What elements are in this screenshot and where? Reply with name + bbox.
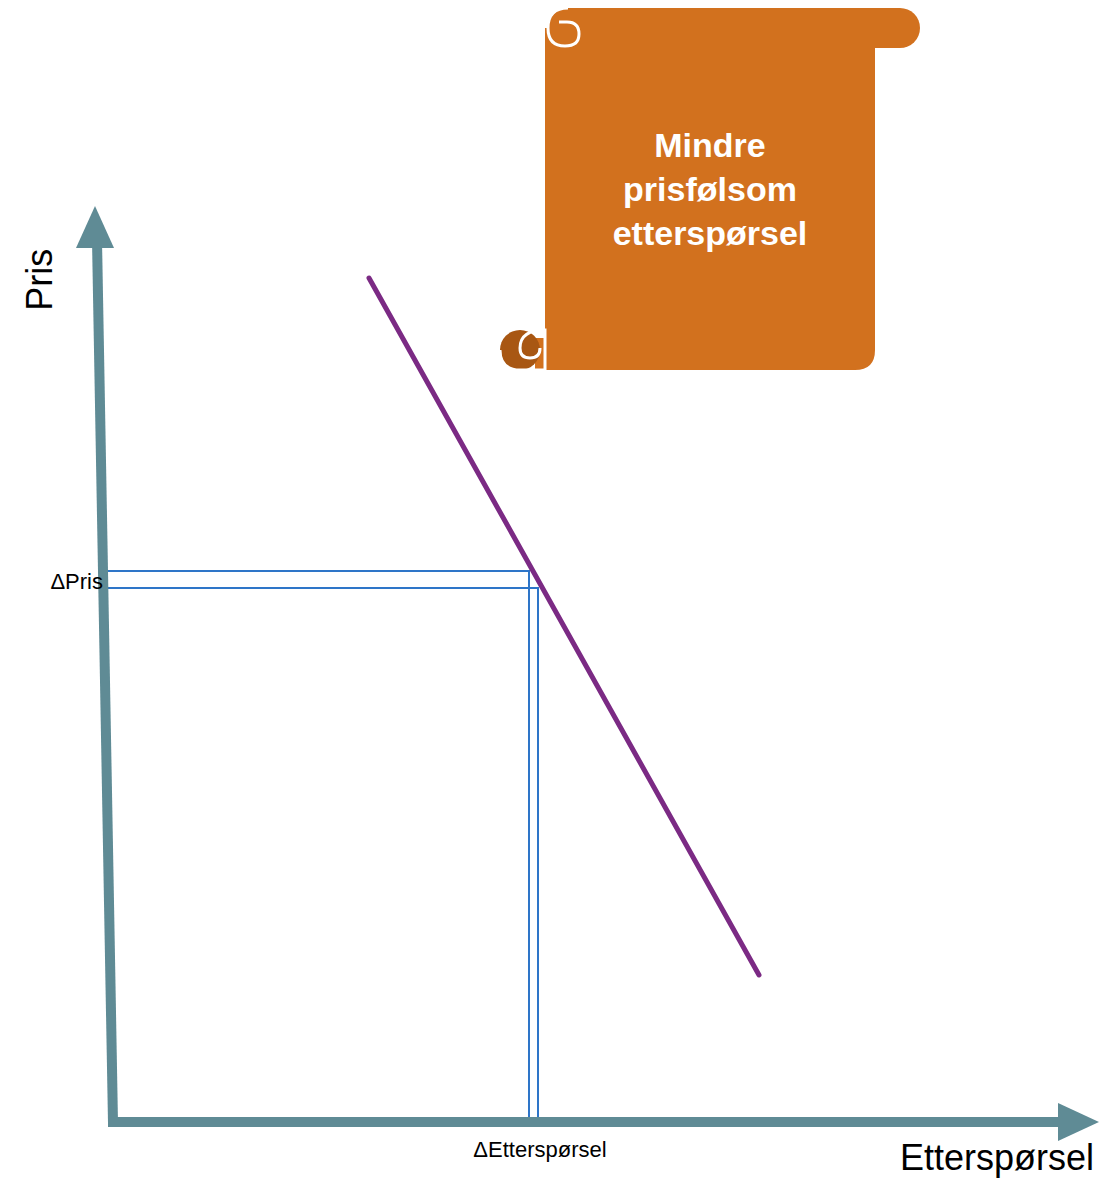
scroll-part: [548, 8, 579, 46]
y-axis-title: Pris: [20, 249, 60, 311]
x-axis-title: Etterspørsel: [900, 1138, 1094, 1178]
x-axis: [108, 1117, 1065, 1127]
guide-line: [106, 588, 538, 1120]
x-axis-arrowhead: [1058, 1103, 1099, 1141]
y-axis: [97, 240, 113, 1123]
scroll-part: [535, 28, 875, 370]
price-guide-lines: [106, 571, 538, 1120]
quantity-tick-label: ΔEtterspørsel: [473, 1138, 606, 1162]
y-axis-arrowhead: [76, 206, 114, 248]
demand-curve: [369, 278, 759, 975]
guide-line: [106, 571, 529, 1120]
scroll-shape: [545, 48, 875, 370]
scroll-part: [500, 330, 545, 370]
scroll-text: Mindre prisfølsom etterspørsel: [565, 123, 855, 256]
scroll-part: [548, 8, 920, 48]
scroll-banner: Mindre prisfølsom etterspørsel: [545, 48, 875, 370]
price-tick-label: ΔPris: [50, 570, 103, 594]
